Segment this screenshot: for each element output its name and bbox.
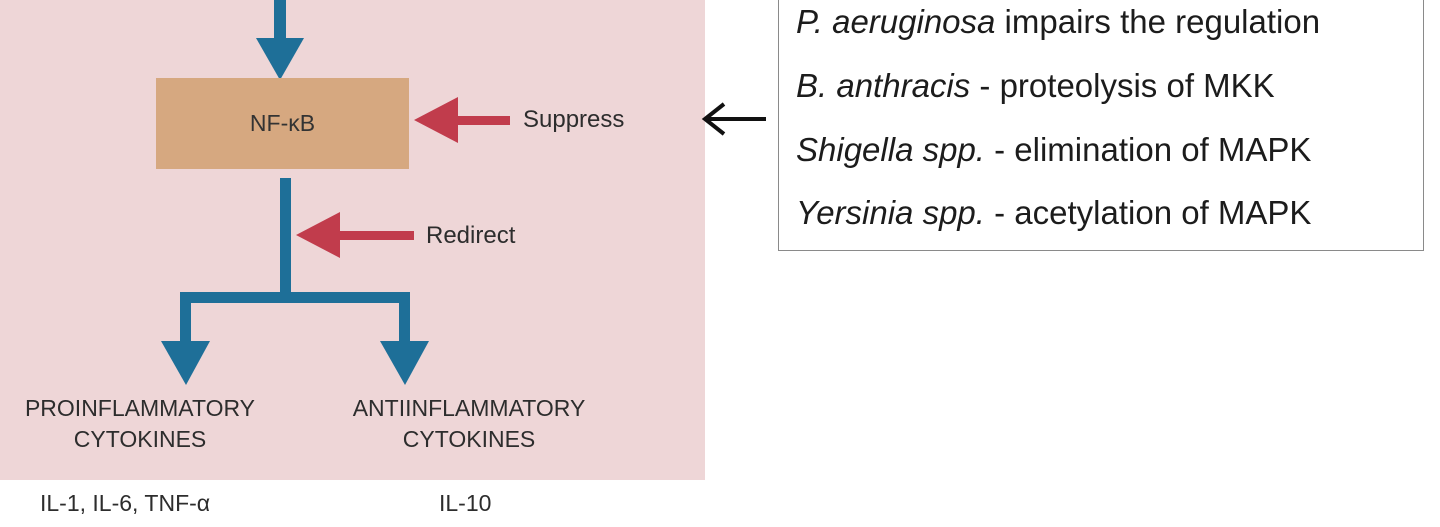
- info-line: P. aeruginosa impairs the regulation: [796, 0, 1423, 54]
- pro-arrow-shaft: [180, 292, 191, 348]
- species-name: Shigella spp.: [796, 130, 985, 168]
- nfkb-label: NF-κB: [249, 110, 316, 136]
- anti-arrow-head: [380, 341, 429, 385]
- mechanism-text: - elimination of MAPK: [984, 130, 1312, 168]
- proinflammatory-line-1: PROINFLAMMATORY: [24, 395, 256, 421]
- mechanism-text: - proteolysis of MKK: [970, 67, 1275, 104]
- suppress-arrow-head: [414, 97, 458, 143]
- pathogen-mechanisms-box: P. aeruginosa impairs the regulation B. …: [778, 0, 1424, 251]
- proinflammatory-examples: IL-1, IL-6, TNF-α: [40, 490, 211, 516]
- antiinflammatory-line-1: ANTIINFLAMMATORY: [352, 395, 586, 421]
- proinflammatory-node: PROINFLAMMATORY CYTOKINES: [8, 393, 272, 455]
- incoming-arrow-shaft: [274, 0, 286, 44]
- nfkb-stem: [280, 178, 291, 300]
- info-line: Yersinia spp. - acetylation of MAPK: [796, 181, 1423, 245]
- pro-arrow-head: [161, 341, 210, 385]
- suppress-arrow-shaft: [450, 116, 510, 125]
- mechanism-text: - acetylation of MAPK: [984, 194, 1312, 231]
- antiinflammatory-node: ANTIINFLAMMATORY CYTOKINES: [334, 393, 604, 455]
- incoming-arrow-head: [256, 38, 304, 80]
- suppress-label: Suppress: [523, 106, 625, 133]
- redirect-label: Redirect: [426, 222, 516, 249]
- antiinflammatory-examples: IL-10: [439, 490, 492, 516]
- info-line: Shigella spp. - elimination of MAPK: [796, 118, 1423, 182]
- anti-arrow-shaft: [399, 292, 410, 348]
- species-name: Yersinia spp.: [796, 194, 985, 231]
- mechanism-text: impairs the regulation: [995, 3, 1321, 40]
- species-name: P. aeruginosa: [796, 3, 996, 40]
- info-line: B. anthracis - proteolysis of MKK: [796, 54, 1423, 118]
- redirect-arrow-head: [296, 212, 340, 258]
- branch-bar: [180, 292, 410, 303]
- redirect-arrow-shaft: [334, 231, 414, 240]
- info-connector-head: [701, 102, 726, 136]
- nfkb-node: NF-κB: [156, 78, 409, 169]
- antiinflammatory-line-2: CYTOKINES: [402, 426, 536, 452]
- proinflammatory-line-2: CYTOKINES: [73, 426, 207, 452]
- species-name: B. anthracis: [796, 67, 971, 104]
